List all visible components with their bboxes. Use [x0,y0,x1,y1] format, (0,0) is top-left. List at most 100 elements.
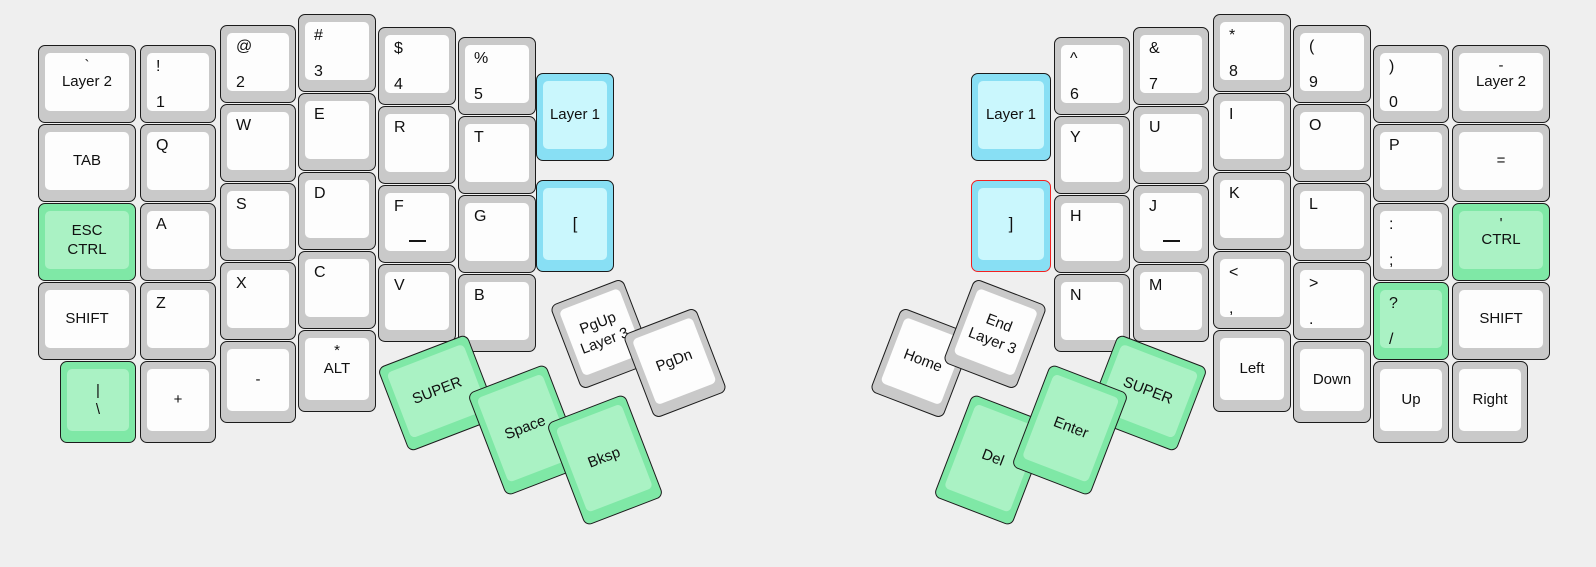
legend-main: | \ [95,382,101,418]
keycap-surface: + [147,369,209,431]
key-bracket-right[interactable]: ] [971,180,1051,272]
legend-shifted: F [394,198,404,215]
keycap-surface: -Layer 2 [1459,53,1543,111]
key-d[interactable]: D [298,172,376,250]
key-tab[interactable]: TAB [38,124,136,202]
key-up[interactable]: Up [1373,361,1449,443]
legend-base: 9 [1309,74,1318,91]
key-semicolon[interactable]: :; [1373,203,1449,281]
key-shift-right[interactable]: SHIFT [1452,282,1550,360]
key-shift-left[interactable]: SHIFT [38,282,136,360]
keycap-surface: E [305,101,369,159]
keycap-surface: Down [1300,349,1364,411]
key-p[interactable]: P [1373,124,1449,202]
key-i[interactable]: I [1213,93,1291,171]
key-4[interactable]: $4 [378,27,456,105]
key-6[interactable]: ^6 [1054,37,1130,115]
legend-shifted: ^ [1070,50,1078,67]
legend-shifted: : [1389,216,1394,233]
keycap-surface: @2 [227,33,289,91]
key-plus[interactable]: + [140,361,216,443]
keycap-surface: PgDn [631,316,717,406]
key-minus-left[interactable]: - [220,341,296,423]
legend-shifted: E [314,106,325,123]
legend-base: 0 [1389,94,1398,111]
key-down[interactable]: Down [1293,341,1371,423]
keycap-surface: = [1459,132,1543,190]
key-right[interactable]: Right [1452,361,1528,443]
legend-shifted: X [236,275,247,292]
key-k[interactable]: K [1213,172,1291,250]
legend-top: * [334,342,340,359]
key-j[interactable]: J [1133,185,1209,263]
key-period[interactable]: >. [1293,262,1371,340]
key-l[interactable]: L [1293,183,1371,261]
keycap-surface: F [385,193,449,251]
key-a[interactable]: A [140,203,216,281]
legend-shifted: J [1149,198,1157,215]
key-layer1-right[interactable]: Layer 1 [971,73,1051,161]
key-left[interactable]: Left [1213,330,1291,412]
key-9[interactable]: (9 [1293,25,1371,103]
legend-shifted: Q [156,137,169,154]
keycap-surface: ESC CTRL [45,211,129,269]
key-o[interactable]: O [1293,104,1371,182]
legend-shifted: ! [156,58,161,75]
key-u[interactable]: U [1133,106,1209,184]
key-2[interactable]: @2 [220,25,296,103]
key-1[interactable]: !1 [140,45,216,123]
legend-shifted: Y [1070,129,1081,146]
key-q[interactable]: Q [140,124,216,202]
key-z[interactable]: Z [140,282,216,360]
key-7[interactable]: &7 [1133,27,1209,105]
key-equal[interactable]: = [1452,124,1550,202]
key-quote-ctrl[interactable]: 'CTRL [1452,203,1550,281]
key-x[interactable]: X [220,262,296,340]
legend-shifted: C [314,264,326,281]
keycap-surface: *ALT [305,338,369,400]
key-0[interactable]: )0 [1373,45,1449,123]
key-s[interactable]: S [220,183,296,261]
legend-shifted: & [1149,40,1160,57]
keycap-surface: #3 [305,22,369,80]
key-grave-layer2[interactable]: `Layer 2 [38,45,136,123]
key-m[interactable]: M [1133,264,1209,342]
legend-main: CTRL [1481,231,1521,248]
key-f[interactable]: F [378,185,456,263]
key-bracket-left[interactable]: [ [536,180,614,272]
key-n[interactable]: N [1054,274,1130,352]
legend-shifted: I [1229,106,1234,123]
keycap-surface: Enter [1021,373,1120,483]
key-comma[interactable]: <, [1213,251,1291,329]
keycap-surface: *8 [1220,22,1284,80]
legend-shifted: * [1229,27,1236,44]
key-3[interactable]: #3 [298,14,376,92]
key-g[interactable]: G [458,195,536,273]
key-r[interactable]: R [378,106,456,184]
key-5[interactable]: %5 [458,37,536,115]
legend-main: Layer 1 [549,106,601,123]
key-y[interactable]: Y [1054,116,1130,194]
keycap-surface: :; [1380,211,1442,269]
keycap-surface: %5 [465,45,529,103]
key-h[interactable]: H [1054,195,1130,273]
keycap-surface: <, [1220,259,1284,317]
key-minus-layer2[interactable]: -Layer 2 [1452,45,1550,123]
key-c[interactable]: C [298,251,376,329]
key-v[interactable]: V [378,264,456,342]
key-layer1-left[interactable]: Layer 1 [536,73,614,161]
keycap-surface: Up [1380,369,1442,431]
key-pipe-backslash[interactable]: | \ [60,361,136,443]
key-alt[interactable]: *ALT [298,330,376,412]
keycap-surface: M [1140,272,1202,330]
key-b[interactable]: B [458,274,536,352]
key-slash[interactable]: ?/ [1373,282,1449,360]
key-8[interactable]: *8 [1213,14,1291,92]
keycap-surface: Z [147,290,209,348]
key-esc-ctrl[interactable]: ESC CTRL [38,203,136,281]
legend-main: Right [1472,391,1508,408]
key-w[interactable]: W [220,104,296,182]
key-t[interactable]: T [458,116,536,194]
key-e[interactable]: E [298,93,376,171]
keycap-surface: S [227,191,289,249]
